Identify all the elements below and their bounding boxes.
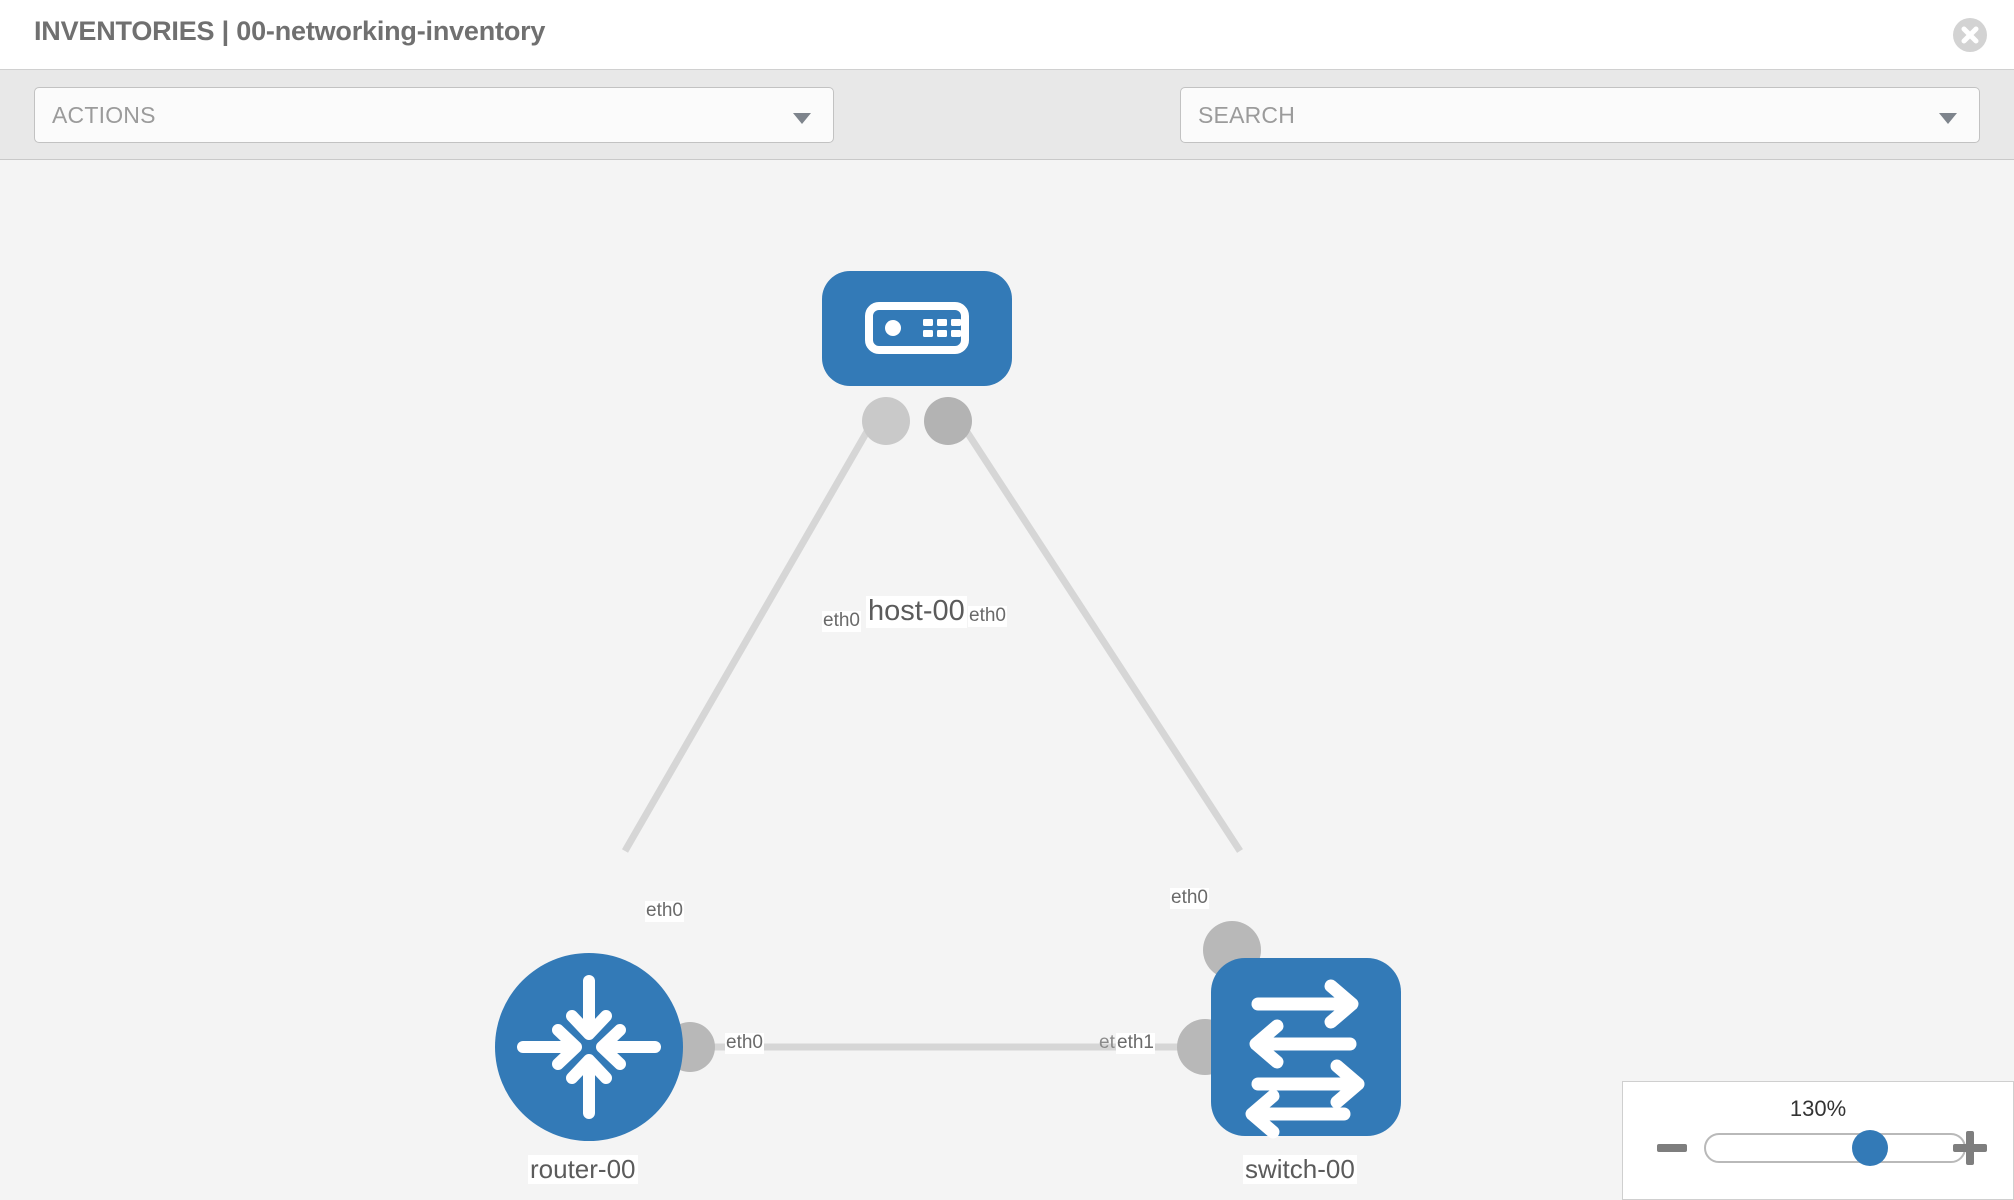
link-host00-switch00[interactable] <box>949 407 1243 853</box>
node-label-router-00: router-00 <box>528 1154 638 1184</box>
page-header: INVENTORIES | 00-networking-inventory <box>0 0 2014 70</box>
link-label-router00-eth0-uplink: eth0 <box>645 900 684 922</box>
link-label-host00-eth0-left: eth0 <box>822 610 861 632</box>
server-icon <box>865 302 969 354</box>
zoom-percent-label: 130% <box>1789 1096 1847 1121</box>
link-label-host00-eth0-right: eth0 <box>968 605 1007 627</box>
topology-canvas[interactable]: host-00 router-00 switch-00 eth0 eth0 et… <box>0 161 2014 1200</box>
node-router-00[interactable] <box>495 953 683 1141</box>
chevron-down-icon <box>1939 113 1957 124</box>
page-title: INVENTORIES | 00-networking-inventory <box>34 16 546 46</box>
link-host00-router00[interactable] <box>621 407 884 853</box>
zoom-slider[interactable] <box>1704 1130 1966 1166</box>
port-host00-eth0-left[interactable] <box>862 397 910 445</box>
port-host00-eth0-right[interactable] <box>924 397 972 445</box>
zoom-slider-thumb[interactable] <box>1852 1130 1888 1166</box>
link-label-router00-eth0: eth0 <box>725 1032 764 1054</box>
minus-icon[interactable] <box>1657 1144 1687 1152</box>
link-label-switch00-eth1: eth1 <box>1116 1032 1155 1054</box>
node-label-host-00: host-00 <box>866 595 967 628</box>
close-icon[interactable] <box>1953 18 1987 52</box>
node-host-00[interactable] <box>822 271 1012 386</box>
node-switch-00[interactable] <box>1211 958 1401 1139</box>
search-placeholder: SEARCH <box>1198 102 1296 128</box>
topology-graph <box>495 271 1401 1141</box>
chevron-down-icon <box>793 113 811 124</box>
link-label-switch00-eth0-uplink: eth0 <box>1170 887 1209 909</box>
topology-ports <box>665 397 1261 1075</box>
actions-dropdown-label: ACTIONS <box>52 102 156 128</box>
node-label-switch-00: switch-00 <box>1243 1154 1357 1184</box>
zoom-control-panel: 130% <box>1622 1081 2014 1200</box>
actions-dropdown[interactable]: ACTIONS <box>34 87 834 143</box>
router-arrows-icon <box>517 975 661 1119</box>
toolbar: ACTIONS <box>0 70 2014 207</box>
switch-arrows-icon <box>1245 979 1365 1139</box>
plus-icon[interactable] <box>1953 1131 1987 1165</box>
topology-links <box>621 407 1243 1051</box>
search-input[interactable]: SEARCH <box>1180 87 1980 143</box>
